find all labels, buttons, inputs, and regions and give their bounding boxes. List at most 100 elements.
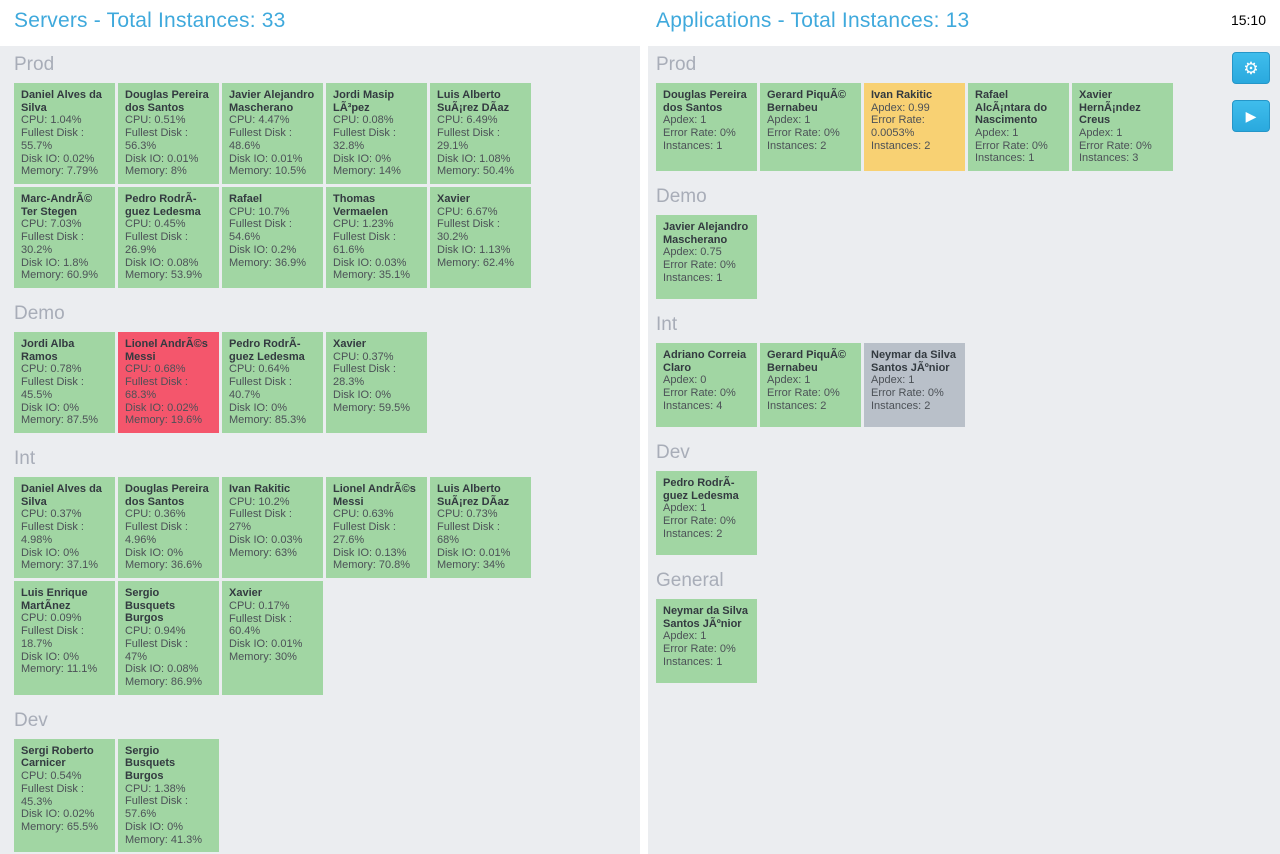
card-metric: Fullest Disk : 26.9% — [125, 231, 188, 256]
card-name: Ivan Rakitic — [229, 483, 291, 496]
card-metric: Fullest Disk : 56.3% — [125, 127, 188, 152]
card-metric: Memory: 65.5% — [21, 821, 99, 834]
card-metric: Instances: 1 — [663, 271, 723, 284]
card-metric: Memory: 50.4% — [437, 165, 515, 178]
clock: 15:10 — [1230, 12, 1266, 28]
card-metric: CPU: 0.36% — [125, 508, 186, 521]
card-metric: Apdex: 1 — [767, 374, 811, 387]
card-metric: CPU: 0.68% — [125, 363, 186, 376]
card-name: Gerard PiquÃ© Bernabeu — [767, 89, 847, 114]
card-metric: Disk IO: 0.2% — [229, 243, 297, 256]
card-metric: Memory: 63% — [229, 546, 297, 559]
card-name: Xavier — [333, 338, 367, 351]
card-metric: Error Rate: 0% — [975, 139, 1048, 152]
top-header: Servers - Total Instances: 33 Applicatio… — [0, 0, 1280, 46]
card-metric: Memory: 34% — [437, 559, 505, 572]
card-metric: Apdex: 1 — [663, 502, 707, 515]
card-metric: Disk IO: 1.08% — [437, 152, 511, 165]
section-title: Int — [14, 448, 36, 470]
card-metric: Disk IO: 0% — [21, 401, 80, 414]
card-metric: CPU: 10.2% — [229, 495, 290, 508]
card-metric: CPU: 0.37% — [21, 508, 82, 521]
card-metric: CPU: 0.09% — [21, 612, 82, 625]
card-metric: Fullest Disk : 29.1% — [437, 127, 500, 152]
gear-icon: ⚙ — [1243, 58, 1259, 78]
card-metric: Disk IO: 0.03% — [333, 256, 407, 269]
card-metric: Fullest Disk : 27% — [229, 508, 292, 534]
card-metric: Memory: 60.9% — [21, 269, 99, 282]
card-name: Pedro RodrÃ-guez Ledesma — [663, 477, 739, 502]
card-metric: Disk IO: 0.08% — [125, 256, 199, 269]
card-metric: Disk IO: 0% — [229, 401, 288, 414]
card-metric: Fullest Disk : 55.7% — [21, 127, 84, 152]
card-name: Rafael AlcÃ¡ntara do Nascimento — [975, 89, 1048, 127]
section-title: Dev — [656, 442, 690, 464]
card-name: Luis Alberto SuÃ¡rez DÃaz — [437, 89, 510, 114]
card-metric: Fullest Disk : 61.6% — [333, 231, 396, 256]
card-metric: Disk IO: 0.13% — [333, 546, 407, 559]
card-metric: CPU: 6.49% — [437, 114, 498, 127]
card-name: Sergio Busquets Burgos — [125, 587, 176, 625]
card-name: Xavier — [229, 587, 263, 600]
card-metric: Error Rate: 0% — [767, 387, 840, 400]
play-button[interactable]: ▶ — [1232, 100, 1270, 132]
card-metric: Fullest Disk : 30.2% — [437, 218, 500, 244]
card-metric: Apdex: 1 — [1079, 126, 1123, 139]
card-metric: Fullest Disk : 68.3% — [125, 376, 188, 401]
card-metric: Fullest Disk : 30.2% — [21, 231, 84, 256]
card-metric: Disk IO: 0.01% — [437, 546, 511, 559]
card-metric: Disk IO: 0% — [125, 546, 184, 559]
card-name: Xavier HernÃ¡ndez Creus — [1079, 89, 1141, 127]
section-title: Prod — [14, 54, 55, 75]
card-metric: Disk IO: 0% — [21, 546, 80, 559]
card-metric: Disk IO: 0% — [333, 388, 392, 401]
card-metric: CPU: 6.67% — [437, 205, 498, 218]
card-metric: Error Rate: 0% — [767, 127, 840, 140]
card-metric: Disk IO: 0% — [21, 650, 80, 663]
card-name: Neymar da Silva Santos JÃºnior — [663, 605, 748, 630]
settings-button[interactable]: ⚙ — [1232, 52, 1270, 84]
servers-title: Servers - Total Instances: 33 — [14, 9, 286, 32]
